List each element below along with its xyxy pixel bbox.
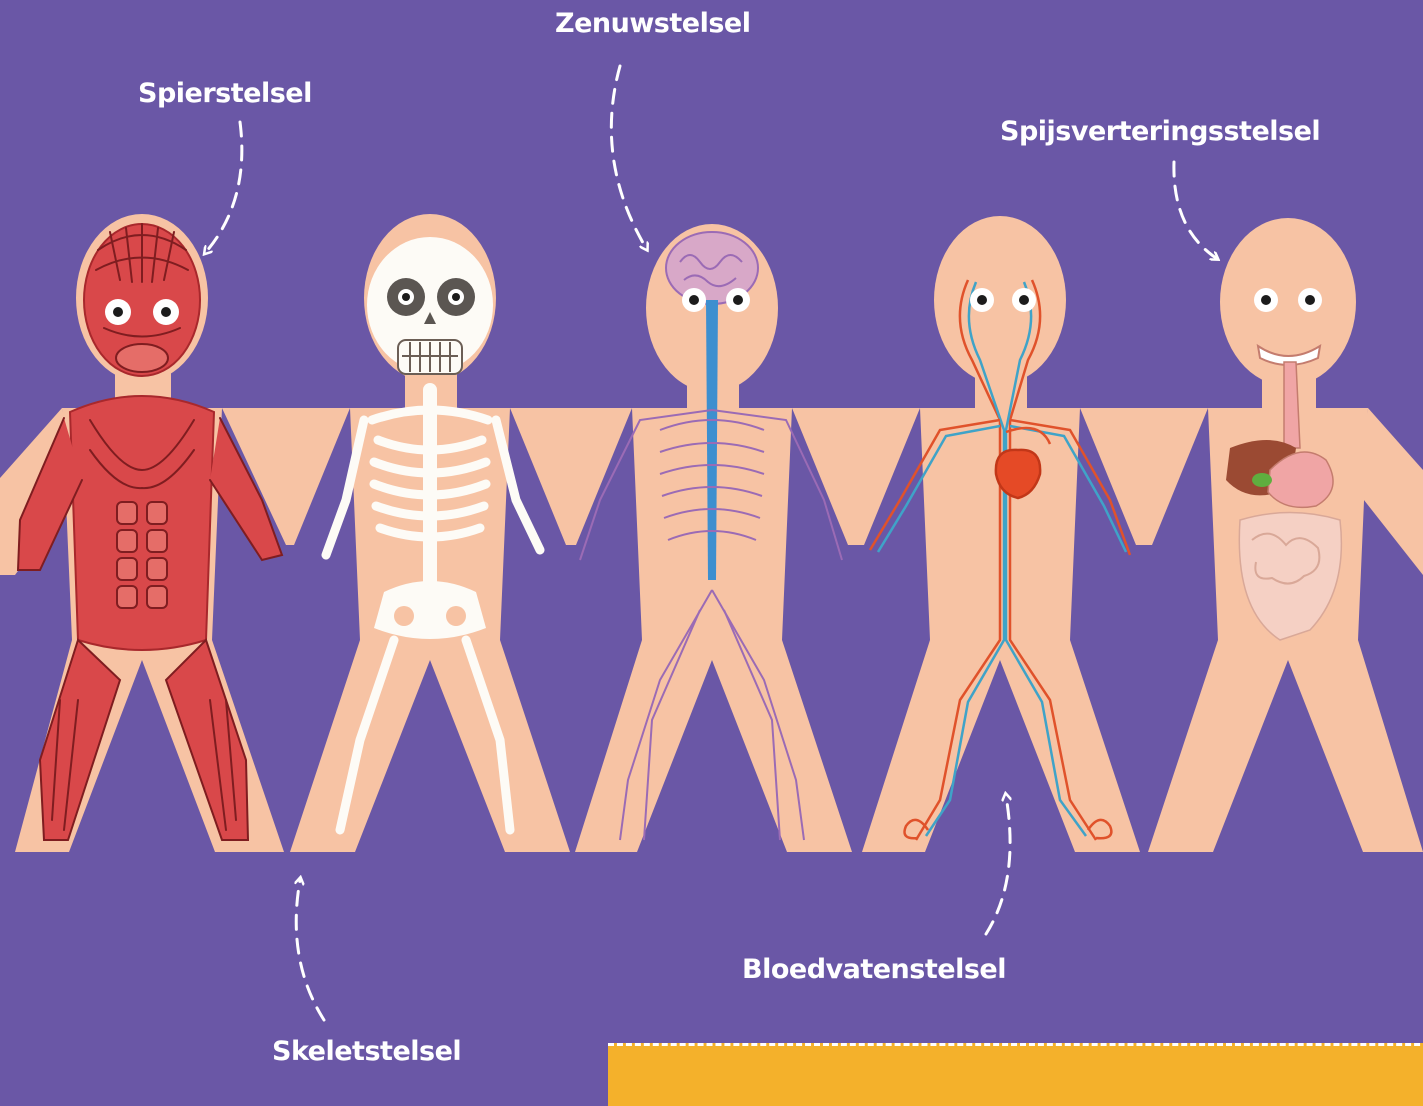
arrow-to-nervous <box>611 66 646 248</box>
arrow-to-circulatory <box>986 796 1010 934</box>
arrow-to-skeletal <box>296 880 324 1020</box>
arrow-to-digestive <box>1174 162 1216 258</box>
label-zenuwstelsel: Zenuwstelsel <box>555 8 750 39</box>
label-spierstelsel: Spierstelsel <box>138 78 312 109</box>
muscular-figure <box>18 224 282 840</box>
arrow-to-muscular <box>206 122 242 252</box>
body-systems-diagram <box>0 0 1423 1074</box>
info-card <box>608 1043 1423 1106</box>
label-skeletstelsel: Skeletstelsel <box>272 1036 461 1067</box>
label-spijsverteringsstelsel: Spijsverteringsstelsel <box>1000 116 1320 147</box>
circulatory-head <box>934 216 1066 384</box>
label-bloedvatenstelsel: Bloedvatenstelsel <box>742 954 1006 985</box>
